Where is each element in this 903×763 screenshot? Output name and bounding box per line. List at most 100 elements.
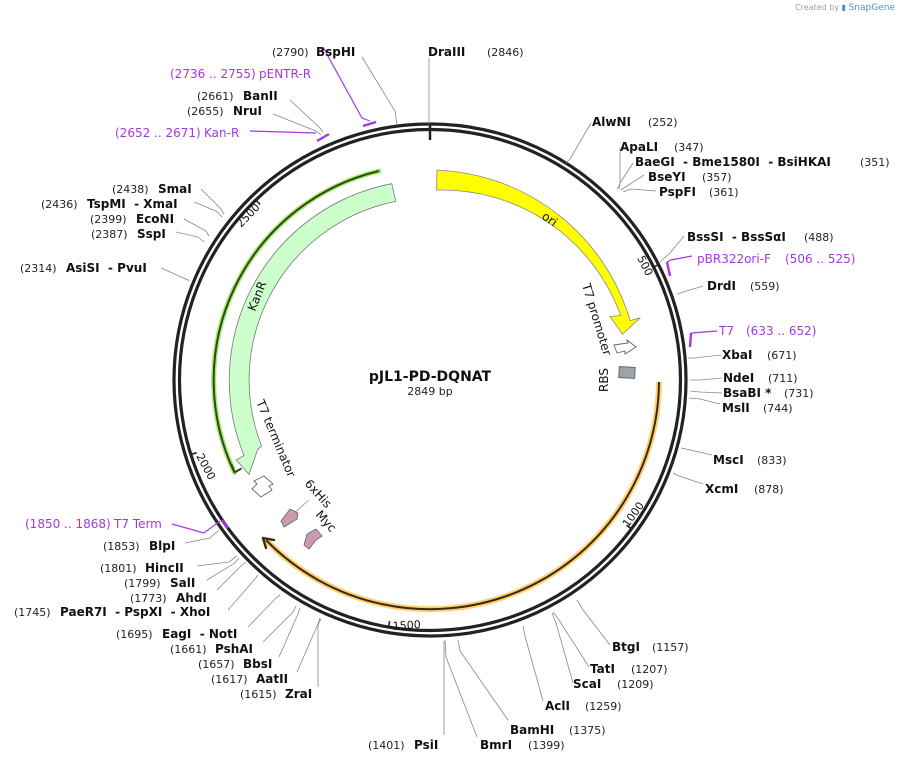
snapgene-logo-icon: ▮ (841, 3, 847, 12)
enzyme-position: (361) (709, 186, 739, 199)
enzyme-drdi[interactable]: DrdI (559) (707, 279, 780, 293)
enzyme-name: MscI (713, 453, 744, 467)
enzyme-paer7i[interactable]: (1745) PaeR7I - PspXI - XhoI (14, 605, 210, 619)
enzyme-apali[interactable]: ApaLI (347) (620, 140, 704, 154)
primer-pentr-r[interactable]: (2736 .. 2755) pENTR-R (170, 67, 311, 81)
enzyme-acli[interactable]: AclI (1259) (545, 699, 622, 713)
enzyme-aatii[interactable]: (1617) AatII (211, 672, 288, 686)
enzyme-position: (1661) (170, 643, 207, 656)
enzyme-bsssi[interactable]: BssSI - BssSαI (488) (687, 230, 834, 244)
enzyme-smai[interactable]: (2438) SmaI (112, 182, 192, 196)
enzyme-position: (1259) (585, 700, 622, 713)
enzyme-name: BmrI (480, 738, 512, 752)
enzyme-xcmi[interactable]: XcmI (878) (705, 482, 784, 496)
enzyme-name: BlpI (149, 539, 175, 553)
t7-promoter-label: T7 promoter (579, 281, 614, 357)
enzyme-name: BtgI (612, 640, 640, 654)
enzyme-position: (1157) (652, 641, 689, 654)
enzyme-position: (2790) (272, 46, 309, 59)
enzyme-position: (1207) (631, 663, 668, 676)
enzyme-asisi-pvui[interactable]: (2314) AsiSI - PvuI (20, 261, 147, 275)
enzyme-name: BssSI - BssSαI (687, 230, 786, 244)
myc-tag-feature[interactable]: Myc (303, 508, 339, 550)
enzyme-baegi[interactable]: BaeGI - Bme1580I - BsiHKAI (351) (635, 155, 890, 169)
enzyme-position: (1615) (240, 688, 277, 701)
enzyme-xbai[interactable]: XbaI (671) (722, 348, 797, 362)
enzyme-alwni[interactable]: AlwNI (252) (592, 115, 678, 129)
enzyme-eagi-noti[interactable]: (1695) EagI - NotI (116, 627, 237, 641)
enzyme-position: (1853) (103, 540, 140, 553)
enzyme-position: (252) (648, 116, 678, 129)
enzyme-name: ScaI (573, 677, 601, 691)
enzyme-name: BaeGI - Bme1580I - BsiHKAI (635, 155, 831, 169)
enzyme-scai[interactable]: ScaI (1209) (573, 677, 654, 691)
enzyme-pshai[interactable]: (1661) PshAI (170, 642, 253, 656)
enzyme-name: MslI (722, 401, 750, 415)
enzyme-position: (1745) (14, 606, 51, 619)
primer-labels: (2736 .. 2755) pENTR-R (2652 .. 2671) Ka… (25, 67, 855, 531)
enzyme-name: BanII (243, 89, 278, 103)
primer-pbr322ori-f[interactable]: pBR322ori-F (506 .. 525) (697, 252, 855, 266)
enzyme-name: ZraI (285, 687, 312, 701)
enzyme-bsphi[interactable]: (2790) BspHI (272, 45, 355, 59)
enzyme-position: (731) (784, 387, 814, 400)
rbs-feature[interactable]: RBS (597, 366, 636, 392)
enzyme-position: (2399) (90, 213, 127, 226)
primer-t7-term[interactable]: (1850 .. 1868) T7 Term (25, 517, 162, 531)
enzyme-msli[interactable]: MslI (744) (722, 401, 793, 415)
enzyme-bamhi[interactable]: BamHI (1375) (510, 723, 606, 737)
enzyme-ndei[interactable]: NdeI (711) (723, 371, 798, 385)
enzyme-econi[interactable]: (2399) EcoNI (90, 212, 174, 226)
enzyme-tspmi-xmai[interactable]: (2436) TspMI - XmaI (41, 197, 178, 211)
enzyme-position: (833) (757, 454, 787, 467)
enzyme-ahdi[interactable]: (1773) AhdI (130, 591, 207, 605)
enzyme-pspfi[interactable]: PspFI (361) (659, 185, 739, 199)
enzyme-bseyi[interactable]: BseYI (357) (648, 170, 732, 184)
enzyme-bmri[interactable]: BmrI (1399) (480, 738, 565, 752)
ori-feature[interactable]: ori (436, 169, 641, 335)
rbs-label: RBS (597, 368, 611, 392)
enzyme-drui[interactable]: (2655) NruI (187, 104, 262, 118)
enzyme-name: NruI (233, 104, 262, 118)
enzyme-position: (488) (804, 231, 834, 244)
enzyme-draiii[interactable]: DraIII (2846) (428, 45, 524, 59)
enzyme-name: BseYI (648, 170, 686, 184)
enzyme-position: (2387) (91, 228, 128, 241)
primer-range: (506 .. 525) (785, 252, 855, 266)
enzyme-zrai[interactable]: (1615) ZraI (240, 687, 312, 701)
enzyme-sali[interactable]: (1799) SalI (124, 576, 195, 590)
enzyme-bbsi[interactable]: (1657) BbsI (198, 657, 272, 671)
plasmid-length: 2849 bp (407, 385, 452, 398)
primer-kan-r[interactable]: (2652 .. 2671) Kan-R (115, 126, 239, 140)
enzyme-blpi[interactable]: (1853) BlpI (103, 539, 175, 553)
credit-prefix: Created by (795, 3, 840, 12)
enzyme-name: XbaI (722, 348, 752, 362)
primer-name: T7 Term (113, 517, 162, 531)
enzyme-name: PaeR7I - PspXI - XhoI (60, 605, 210, 619)
enzyme-position: (2846) (487, 46, 524, 59)
plasmid-name: pJL1-PD-DQNAT (369, 369, 492, 385)
enzyme-hincii[interactable]: (1801) HincII (100, 561, 184, 575)
enzyme-position: (1375) (569, 724, 606, 737)
enzyme-msci[interactable]: MscI (833) (713, 453, 787, 467)
enzyme-name: AatII (256, 672, 288, 686)
orf-feature[interactable] (261, 381, 662, 613)
enzyme-bsabi[interactable]: BsaBI * (731) (723, 386, 814, 400)
enzyme-psii[interactable]: (1401) PsiI (368, 738, 438, 752)
enzyme-position: (2655) (187, 105, 224, 118)
enzyme-btgi[interactable]: BtgI (1157) (612, 640, 689, 654)
enzyme-name: AclI (545, 699, 570, 713)
enzyme-banii[interactable]: (2661) BanII (197, 89, 278, 103)
primer-name: Kan-R (204, 126, 239, 140)
enzyme-tati[interactable]: TatI (1207) (590, 662, 668, 676)
enzyme-sspi[interactable]: (2387) SspI (91, 227, 166, 241)
kanr-feature[interactable]: KanR (211, 168, 397, 476)
snapgene-credit: Created by ▮ SnapGene (795, 3, 895, 13)
enzyme-name: TspMI - XmaI (87, 197, 178, 211)
enzyme-name: AsiSI - PvuI (66, 261, 147, 275)
enzyme-position: (2661) (197, 90, 234, 103)
primer-t7[interactable]: T7 (633 .. 652) (718, 324, 816, 338)
enzyme-name: PspFI (659, 185, 696, 199)
primer-range: (1850 .. 1868) (25, 517, 111, 531)
